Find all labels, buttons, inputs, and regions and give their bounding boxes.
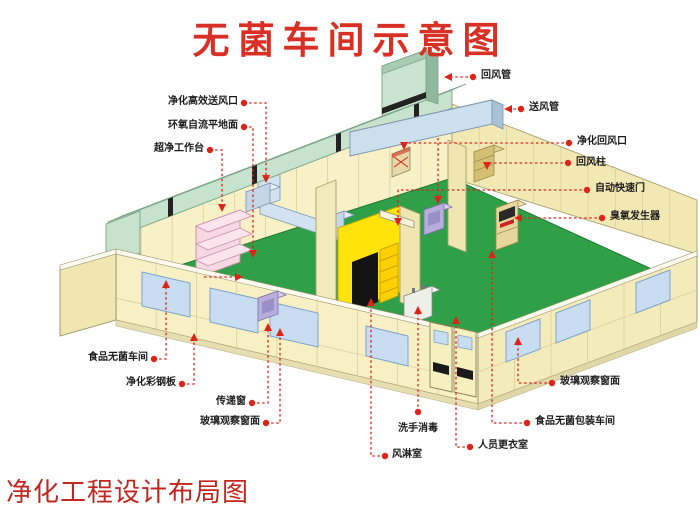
fast-door-slats	[379, 242, 399, 304]
leader-arrow-epoxy-floor	[249, 250, 257, 258]
leader-arrow-hand-wash	[414, 306, 422, 314]
callout-label-hepa-supply-outlet: 净化高效送风口	[168, 96, 238, 107]
leader-line-glass-window-left	[266, 335, 281, 424]
left-end-wall-cap	[59, 248, 117, 271]
leader-dot-food-sterile-room	[150, 355, 158, 363]
leader-dot-transfer-window	[248, 399, 256, 407]
leader-dot-auto-fast-door	[583, 186, 591, 194]
cabinet-screen	[499, 206, 515, 222]
door-kick-plate	[457, 367, 473, 380]
callout-label-glass-window-right: 玻璃观察窗面	[560, 376, 620, 387]
leader-arrow-supply-air-duct	[504, 105, 512, 113]
leader-arrow-clean-bench	[218, 204, 226, 212]
callout-label-auto-fast-door: 自动快速门	[595, 183, 645, 194]
right-windows	[505, 269, 671, 363]
callout-label-clean-bench: 超净工作台	[154, 143, 204, 154]
transfer-window-box	[256, 290, 288, 322]
leader-dot-epoxy-floor	[240, 123, 248, 131]
leader-dot-hepa-supply-outlet	[240, 99, 248, 107]
leader-dot-glass-window-left	[262, 419, 270, 427]
leader-dot-air-shower	[381, 452, 389, 460]
leader-arrow-transfer-window	[264, 323, 272, 331]
door-window	[457, 334, 473, 351]
callout-label-supply-air-duct: 送风管	[529, 102, 559, 113]
callout-leader-lines	[150, 73, 606, 460]
leader-line-food-sterile-room	[154, 287, 167, 360]
leader-line-transfer-window	[252, 330, 269, 404]
callout-label-glass-window-left: 玻璃观察窗面	[200, 416, 260, 427]
leader-arrow-floor-airflow	[235, 273, 243, 281]
callout-label-air-shower: 风淋室	[392, 449, 422, 460]
partition-wall-left	[315, 179, 337, 309]
callout-label-hand-wash: 洗手消毒	[398, 423, 438, 434]
window	[505, 318, 541, 363]
ozone-generator-cabinet	[494, 199, 528, 251]
booth-door-opening	[352, 252, 378, 312]
callout-label-food-packing-room: 食品无菌包装车间	[535, 416, 615, 427]
leader-dot-hand-wash	[414, 408, 422, 416]
leader-dot-glass-window-right	[548, 379, 556, 387]
leader-dot-ozone-generator	[598, 214, 606, 222]
callout-label-return-air-duct: 回风管	[481, 70, 511, 81]
window	[635, 269, 671, 314]
leader-dot-supply-air-duct	[517, 105, 525, 113]
return-duct-riser	[381, 49, 439, 117]
partition-wall-apex	[447, 139, 467, 253]
leader-dot-color-steel-panel	[178, 380, 186, 388]
callout-label-food-sterile-room: 食品无菌车间	[88, 352, 148, 363]
leader-arrow-changing-room	[452, 316, 460, 324]
leader-arrow-food-packing-room	[488, 250, 496, 258]
leader-dot-return-air-duct	[469, 73, 477, 81]
leader-line-glass-window-right	[517, 344, 552, 384]
leader-line-clean-bench	[210, 149, 223, 205]
callout-label-color-steel-panel: 净化彩钢板	[126, 377, 176, 388]
callout-label-transfer-window: 传递窗	[216, 396, 246, 407]
callout-label-purify-return-outlet: 净化回风口	[577, 136, 627, 147]
leader-line-auto-fast-door	[397, 189, 587, 219]
leader-arrow-ozone-generator	[514, 214, 522, 222]
window	[209, 287, 259, 334]
leader-dot-purify-return-outlet	[565, 139, 573, 147]
callout-label-epoxy-floor: 环氧自流平地面	[168, 120, 238, 131]
leader-dot-return-air-column	[564, 159, 572, 167]
leader-arrow-purify-return-outlet	[400, 142, 408, 150]
door-window	[433, 329, 449, 346]
leader-arrow-auto-fast-door	[394, 218, 402, 226]
leader-dot-food-packing-room	[523, 419, 531, 427]
window	[365, 325, 409, 367]
leader-arrow-food-sterile-room	[162, 280, 170, 288]
leader-dot-clean-bench	[206, 146, 214, 154]
clean-bench-shelf	[194, 209, 254, 279]
leader-line-color-steel-panel	[182, 340, 195, 385]
pass-box-middle	[422, 202, 454, 236]
leader-arrow-hepa-supply-outlet	[262, 175, 270, 183]
right-wall-cap	[477, 250, 698, 339]
entrance-double-door	[429, 321, 477, 398]
leader-arrow-color-steel-panel	[190, 333, 198, 341]
leader-arrow-return-air-duct	[444, 73, 452, 81]
footer-caption: 净化工程设计布局图	[6, 478, 250, 507]
leader-arrow-glass-window-left	[276, 328, 284, 336]
right-baseboard	[477, 321, 698, 411]
leader-line-air-shower	[370, 305, 385, 457]
callout-label-changing-room: 人员更衣室	[478, 440, 528, 451]
leader-line-hepa-supply-outlet	[244, 102, 267, 176]
leader-arrow-glass-window-right	[514, 337, 522, 345]
window	[555, 299, 591, 344]
callout-label-return-air-column: 回风柱	[576, 157, 606, 168]
leader-dot-changing-room	[466, 443, 474, 451]
door-kick-plate	[433, 362, 449, 375]
leader-arrow-return-air-column	[483, 162, 491, 170]
supply-duct	[348, 99, 505, 157]
leader-arrow-duct-drop-airflow	[434, 196, 442, 204]
callout-label-ozone-generator: 臭氧发生器	[610, 211, 660, 222]
leader-line-food-packing-room	[491, 257, 527, 424]
leader-arrow-air-shower	[367, 298, 375, 306]
page-title: 无菌车间示意图	[192, 20, 508, 61]
air-shower-booth	[336, 205, 418, 315]
